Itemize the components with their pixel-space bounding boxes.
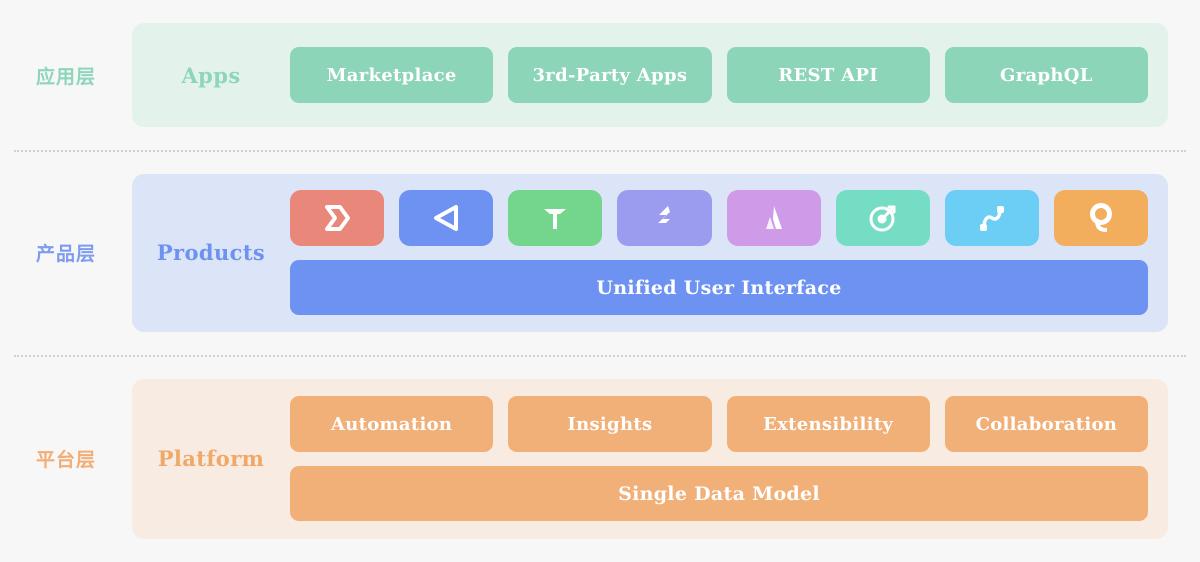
tier-platform-cn-label: 平台层: [35, 449, 96, 471]
chevron-sigma-icon[interactable]: [290, 190, 385, 246]
platform-chip-extensibility[interactable]: Extensibility: [726, 396, 930, 452]
apps-chip-marketplace[interactable]: Marketplace: [290, 47, 494, 103]
products-icon-row: [290, 190, 1148, 246]
tier-platform: 平台层 Platform Automation Insights Extensi…: [0, 355, 1200, 562]
tier-products-title: Products: [156, 240, 266, 265]
platform-chip-automation[interactable]: Automation: [290, 396, 494, 452]
tier-platform-title: Platform: [157, 446, 265, 471]
apps-chip-row: Marketplace 3rd-Party Apps REST API Grap…: [290, 47, 1148, 103]
target-arrow-icon[interactable]: [835, 190, 930, 246]
tier-products-band: Products: [132, 173, 1168, 332]
tier-divider-apps-products: [14, 150, 1186, 152]
platform-chip-collaboration[interactable]: Collaboration: [944, 396, 1148, 452]
tier-apps-band: Apps Marketplace 3rd-Party Apps REST API…: [132, 23, 1168, 127]
tier-platform-body: Automation Insights Extensibility Collab…: [290, 396, 1148, 521]
mountain-peak-icon[interactable]: [726, 190, 821, 246]
apps-chip-3rd-party-apps[interactable]: 3rd-Party Apps: [508, 47, 712, 103]
flame-ribbon-icon[interactable]: [617, 190, 712, 246]
tier-apps-body: Marketplace 3rd-Party Apps REST API Grap…: [290, 47, 1148, 103]
platform-chip-insights[interactable]: Insights: [508, 396, 712, 452]
apps-chip-rest-api[interactable]: REST API: [726, 47, 930, 103]
triangle-play-left-icon[interactable]: [399, 190, 494, 246]
unified-user-interface-bar[interactable]: Unified User Interface: [290, 260, 1148, 315]
tier-divider-products-platform: [14, 355, 1186, 357]
letter-q-icon[interactable]: [1053, 190, 1148, 246]
tier-products-body: Unified User Interface: [290, 190, 1148, 315]
tier-products-cn-label: 产品层: [35, 243, 96, 265]
tier-apps-title: Apps: [181, 62, 241, 88]
tier-platform-band: Platform Automation Insights Extensibili…: [132, 378, 1168, 539]
curve-node-icon[interactable]: [944, 190, 1039, 246]
letter-t-icon[interactable]: [508, 190, 603, 246]
tier-apps: 应用层 Apps Marketplace 3rd-Party Apps REST…: [0, 0, 1200, 150]
platform-chip-row: Automation Insights Extensibility Collab…: [290, 396, 1148, 452]
apps-chip-graphql[interactable]: GraphQL: [944, 47, 1148, 103]
tier-products: 产品层 Products: [0, 150, 1200, 355]
single-data-model-bar[interactable]: Single Data Model: [290, 466, 1148, 521]
tier-apps-cn-label: 应用层: [35, 65, 96, 88]
